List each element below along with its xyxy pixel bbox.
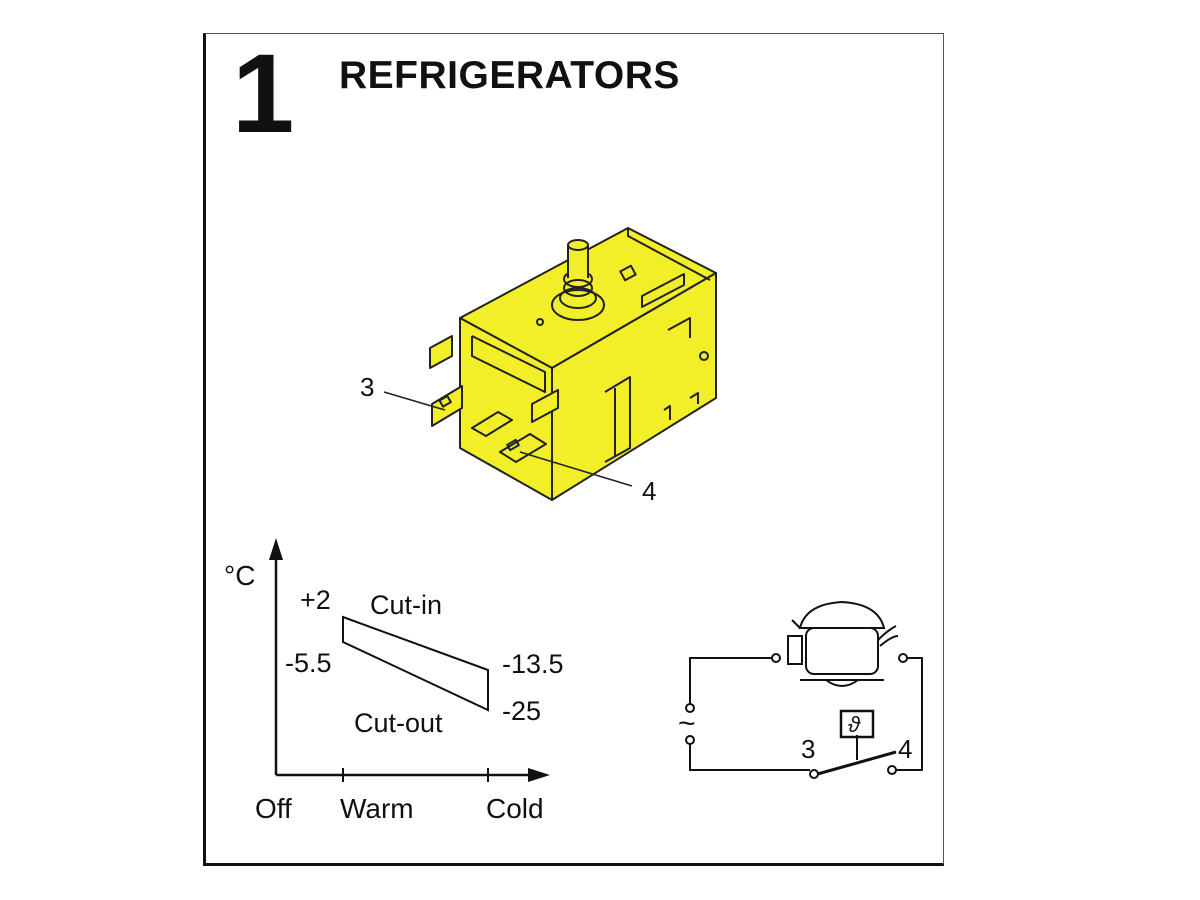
thermostat-top-hole — [536, 318, 544, 326]
compressor-lead-right — [877, 625, 897, 641]
thermostat-label-slot — [641, 273, 685, 308]
right-face-notch — [663, 405, 671, 420]
x-tick-label-cold: Cold — [486, 793, 544, 824]
x-tick-label-warm: Warm — [340, 793, 414, 824]
wiring-terminal-3-label: 3 — [801, 734, 815, 764]
terminal-circle-ac-top — [685, 703, 695, 713]
unit-label: °C — [224, 560, 255, 591]
wiring-terminal-4-label: 4 — [898, 734, 912, 764]
compressor-relay — [787, 635, 803, 665]
warm-cut-in-value: +2 — [300, 585, 331, 615]
terminal-4-lead-line — [519, 451, 633, 487]
terminal-4-hole — [506, 438, 520, 452]
terminal-tab-upper-left — [429, 335, 453, 369]
thermostat-rim — [627, 228, 711, 281]
section-number: 1 — [232, 31, 295, 156]
front-recess — [471, 335, 546, 393]
shaft-tip — [567, 239, 589, 251]
wire-top-left — [689, 657, 774, 704]
cold-cut-out-value: -25 — [502, 696, 541, 726]
compressor-body — [805, 627, 879, 675]
temperature-graph: °C +2 Cut-in -5.5 -13.5 -25 Cut-out Off … — [224, 538, 564, 824]
cut-in-label: Cut-in — [370, 590, 442, 620]
terminal-3-lead-line — [383, 391, 446, 411]
compressor-lead-right-2 — [879, 635, 899, 647]
compressor-foot — [825, 679, 859, 687]
terminal-4-tab-upper — [471, 411, 513, 437]
terminal-circle-compressor-left — [771, 653, 781, 663]
shaft-base — [551, 289, 605, 321]
right-face-hole — [699, 351, 709, 361]
y-axis-arrow — [269, 538, 283, 560]
cold-cut-in-value: -13.5 — [502, 649, 564, 679]
thermostat-right-face — [551, 272, 717, 501]
terminal-4-label: 4 — [642, 476, 656, 506]
thermostat-small-slot — [619, 264, 637, 282]
x-tick-label-off: Off — [255, 793, 292, 824]
terminal-circle-compressor-right — [898, 653, 908, 663]
shaft-ring — [563, 279, 593, 297]
thermostat-sensor-box — [839, 709, 875, 739]
x-axis-arrow — [528, 768, 550, 782]
temperature-band — [342, 615, 489, 712]
compressor-dome — [798, 600, 886, 629]
wire-bottom-left — [689, 742, 810, 771]
compressor-lead-left — [791, 619, 801, 629]
right-face-notch-2 — [689, 392, 699, 404]
terminal-circles — [685, 653, 908, 779]
page-title: REFRIGERATORS — [339, 54, 680, 97]
thermostat-illustration — [383, 227, 717, 501]
warm-cut-out-value: -5.5 — [285, 648, 332, 678]
terminal-3-hole — [438, 395, 452, 408]
right-face-tab — [667, 317, 691, 338]
cut-out-label: Cut-out — [354, 708, 443, 738]
wire-right — [892, 657, 923, 771]
terminal-3-label: 3 — [360, 372, 374, 402]
thermostat-switch-blade — [813, 750, 897, 777]
terminal-circle-3 — [809, 769, 819, 779]
terminal-circle-4 — [887, 765, 897, 775]
terminal-4-tab-lower — [499, 433, 547, 463]
wiring-diagram — [689, 600, 923, 777]
ac-source-symbol: ~ — [678, 707, 696, 740]
terminal-tab-right — [531, 389, 559, 423]
terminal-3-tab — [431, 385, 463, 427]
thermostat-symbol: ϑ — [848, 712, 861, 737]
right-face-slot — [604, 376, 631, 463]
terminal-circle-ac-bottom — [685, 735, 695, 745]
